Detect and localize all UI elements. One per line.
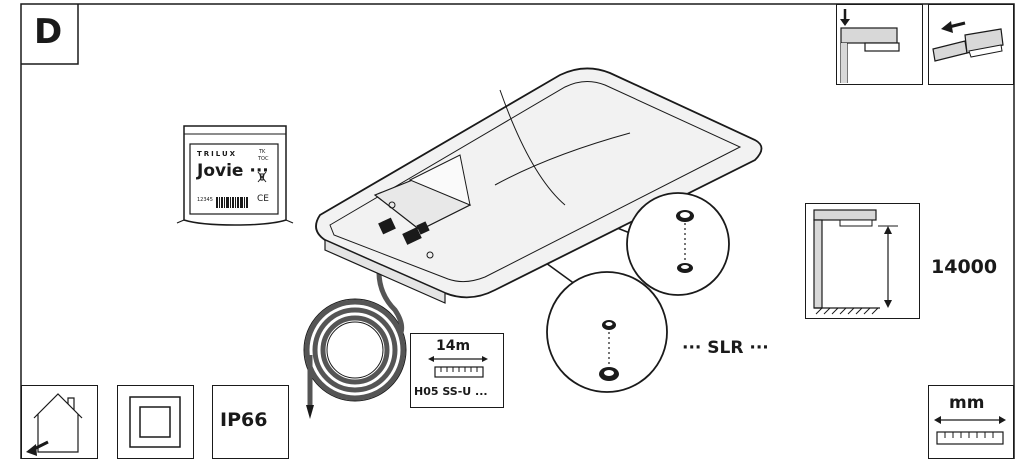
ruler-icon xyxy=(428,356,488,378)
label-number: 12345 xyxy=(197,197,213,203)
label-ce-mark: CE xyxy=(257,194,269,204)
cable-length: 14m xyxy=(436,338,471,354)
label-brand: TRILUX xyxy=(197,150,238,158)
detail-circle-lower xyxy=(546,271,668,393)
panel-letter: D xyxy=(34,12,63,52)
label-product: Jovie ··· xyxy=(197,161,269,181)
ip-rating-box xyxy=(212,385,289,459)
detail-circle-upper xyxy=(626,192,730,296)
side-mount-icon xyxy=(932,21,1004,62)
unit-label: mm xyxy=(949,393,985,413)
protection-class-box xyxy=(117,385,194,459)
ceiling-mount-icon xyxy=(840,9,900,83)
packaging-label xyxy=(176,125,294,226)
mounting-height-value: 14000 xyxy=(931,256,998,278)
luminaire-drawing xyxy=(303,67,763,419)
label-toc: TOC xyxy=(258,156,269,162)
indoor-icon xyxy=(26,393,83,456)
unit-ruler-icon xyxy=(934,416,1006,445)
slr-label: ··· SLR ··· xyxy=(682,338,769,358)
side-mount-box xyxy=(928,4,1014,85)
protection-class-2-icon xyxy=(129,396,181,448)
indoor-box xyxy=(21,385,98,459)
wall-height-box xyxy=(805,203,920,319)
ceiling-mount-box xyxy=(836,4,923,85)
ip-rating: IP66 xyxy=(220,409,268,431)
wall-height-icon xyxy=(813,209,898,315)
label-tk: TK xyxy=(259,149,266,155)
unit-box xyxy=(928,385,1014,459)
cable-type: H05 SS-U ... xyxy=(414,385,488,398)
